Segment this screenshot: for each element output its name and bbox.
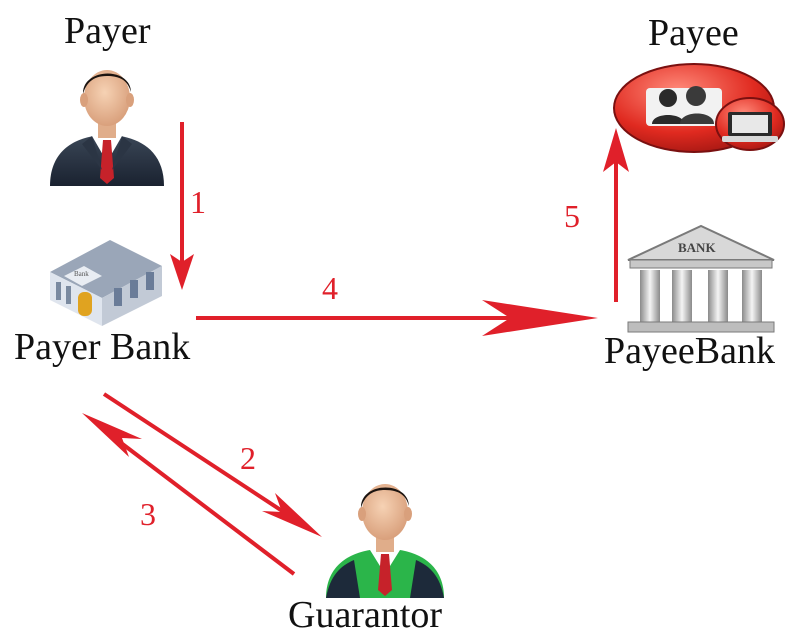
- payee-group-icon: [613, 63, 785, 153]
- arrow-4: [196, 300, 598, 336]
- arrow-3: [82, 413, 296, 576]
- payer-bank-label: Payer Bank: [14, 326, 191, 368]
- bank-sign: Bank: [74, 270, 89, 278]
- businessman-icon: [50, 70, 164, 186]
- step-number-3: 3: [140, 496, 156, 532]
- payee-bank-label: PayeeBank: [604, 330, 775, 372]
- arrow-2: [102, 392, 322, 537]
- step-number-5: 5: [564, 198, 580, 234]
- payee-label: Payee: [648, 12, 739, 54]
- bank-building-icon: Bank: [50, 240, 162, 326]
- arrow-5: [603, 128, 629, 302]
- guarantor-label: Guarantor: [288, 594, 443, 636]
- step-number-1: 1: [190, 184, 206, 220]
- step-number-2: 2: [240, 440, 256, 476]
- step-number-4: 4: [322, 270, 338, 306]
- payer-label: Payer: [64, 10, 151, 52]
- guarantor-person-icon: [326, 484, 444, 598]
- arrow-1: [170, 122, 194, 290]
- bank-columns-icon: BANK: [627, 224, 775, 333]
- bank-sign: BANK: [678, 240, 716, 255]
